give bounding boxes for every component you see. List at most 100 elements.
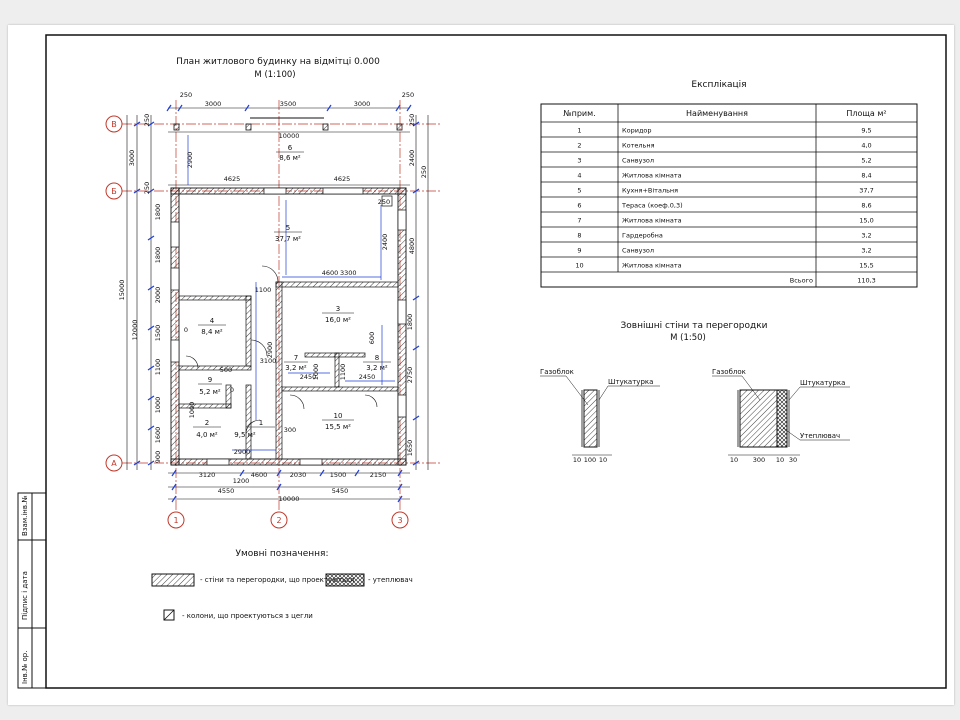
axis-bubble-b [105,182,123,200]
left-dim-2: 3000 [128,150,136,167]
inner-dim-10: 250 [378,198,390,206]
table-cell-name: Житлова кімната [622,172,682,180]
mid-dim-left: 4625 [224,175,241,183]
right-dim-3: 250 [420,166,428,178]
right-dim-7: 1650 [406,440,414,457]
inner-dim-15: 2900 [266,342,274,359]
room-10-area: 15,5 м² [325,423,351,431]
table-cell-num: 1 [577,127,581,135]
table-header-cell: Площа м² [846,109,886,118]
drawing-canvas: Взам.інв.№ Підпис і дата Інв.№ ор. План … [17,34,947,689]
room-2-num: 2 [205,419,209,427]
top-dim-1: 250 [180,91,192,99]
table-cell-name: Санвузол [622,247,654,255]
table-cell-num: 6 [577,202,581,210]
inner-dim-19: 0 [230,386,234,394]
table-cell-area: 8,4 [861,172,871,180]
inner-dim-5: 2450 [300,373,317,381]
stamp-field-2: Підпис і дата [21,571,29,620]
room-10: 10 15,5 м² [322,412,354,431]
stamp-field-1: Взам.інв.№ [21,496,29,536]
bottom-dim-5: 2150 [370,471,387,479]
room-9-area: 5,2 м² [199,388,221,396]
axis-label-1: 1 [173,516,178,525]
table-border [540,103,918,288]
right-dim-4: 4800 [408,238,416,255]
left-dim-9: 1000 [154,397,162,414]
side-stamp: Взам.інв.№ Підпис і дата Інв.№ ор. [17,492,47,689]
inner-dim-14: 3300 [340,269,357,277]
exterior-dim-2: 300 [753,456,765,464]
top-total: 10000 [279,132,300,140]
left-dim-7: 1500 [154,325,162,342]
table-total-label: Всього [790,277,813,285]
table-cell-name: Гардеробна [622,232,663,240]
room-4-num: 4 [210,317,215,325]
room-6: 6 8,6 м² [276,144,304,162]
right-dim-5: 1800 [406,314,414,331]
inner-dim-3: 4600 [322,269,339,277]
room-10-num: 10 [334,412,343,420]
bottom-dim-3: 2030 [290,471,307,479]
axis-bubble-3 [391,511,409,529]
table-cell-area: 15,5 [859,262,873,270]
walls-title: Зовнішні стіни та перегородки [621,321,768,331]
left-dim-1: 250 [143,114,151,126]
axis-bubble-1 [167,511,185,529]
sheet-frame [45,34,947,689]
plan-title: План житлового будинку на відмітці 0.000 [176,57,380,67]
exterior-wall-section: Газоблок Штукатурка Утеплювач 10 300 10 … [712,368,850,464]
room-7: 7 3,2 м² [284,354,308,372]
drawing-sheet: Взам.інв.№ Підпис і дата Інв.№ ор. План … [8,25,954,705]
room-6-area: 8,6 м² [279,154,301,162]
inner-dim-lines [187,135,395,451]
room-8-num: 8 [375,354,379,362]
legend-swatch-insulation [325,573,365,587]
partition-plaster: Штукатурка [608,378,653,386]
inner-dim-13: 1100 [339,364,347,381]
inner-dim-6: 2450 [359,373,376,381]
table-cell-area: 3,2 [861,247,871,255]
right-dims: 250 2400 250 4800 1800 2750 1650 [406,114,428,456]
bottom-dim-4: 1500 [330,471,347,479]
table-total-value: 110,3 [857,277,876,285]
exterior-insulation: Утеплювач [800,432,840,440]
room-7-area: 3,2 м² [285,364,307,372]
left-dim-4: 1800 [154,204,162,221]
table-cell-area: 15,0 [859,217,873,225]
exterior-dim-1: 10 [730,456,738,464]
partition-dim-1: 10 [573,456,581,464]
inner-dim-4: 1100 [255,286,272,294]
room-labels: 6 8,6 м² 5 37,7 м² 4 8,4 м² 3 16,0 м² 7 … [193,144,391,439]
left-dim-11: 900 [154,451,162,463]
bottom-dim-1: 3120 [199,471,216,479]
right-dim-2: 2400 [408,150,416,167]
partition-material: Газоблок [540,368,574,376]
table-cell-num: 7 [577,217,581,225]
room-7-num: 7 [294,354,298,362]
legend-swatch-walls [151,573,195,587]
room-2-area: 4,0 м² [196,431,218,439]
table-cell-name: Тераса (коеф.0,3) [621,202,683,210]
axis-bubble-v [105,115,123,133]
partition-dim-2: 100 [584,456,596,464]
left-total-1: 15000 [118,280,126,301]
table-cell-name: Житлова кімната [622,217,682,225]
top-dim-3: 3500 [280,100,297,108]
right-dim-1: 250 [408,114,416,126]
exterior-dim-4: 30 [789,456,797,464]
table-cell-area: 3,2 [861,232,871,240]
bottom-total: 10000 [279,495,300,503]
axis-bubble-2 [270,511,288,529]
table-cell-num: 5 [577,187,581,195]
left-dims: 250 3000 250 1800 1800 2000 1500 1100 10… [118,114,162,463]
top-dim-4: 3000 [354,100,371,108]
table-cell-area: 9,5 [861,127,871,135]
